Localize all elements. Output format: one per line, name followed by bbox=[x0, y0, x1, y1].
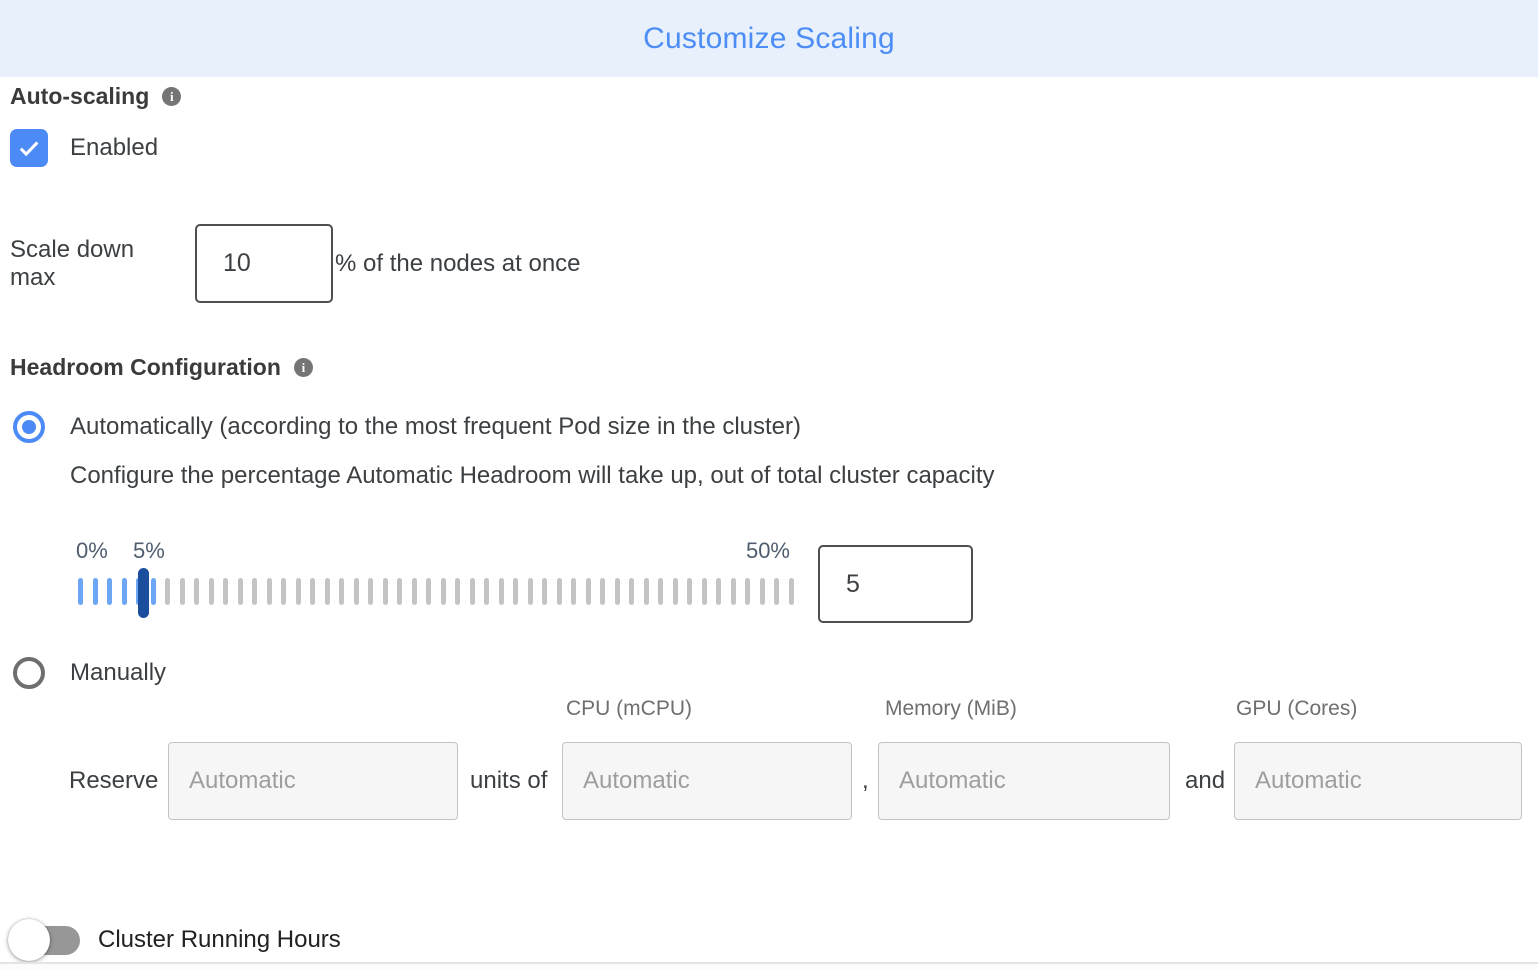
headroom-section: Headroom Configuration i bbox=[10, 354, 313, 381]
slider-tick bbox=[353, 578, 359, 605]
auto-scaling-section-label: Auto-scaling bbox=[10, 83, 150, 109]
slider-tick bbox=[223, 578, 228, 605]
cluster-running-hours-toggle[interactable] bbox=[8, 918, 86, 962]
slider-max-label: 50% bbox=[745, 538, 790, 563]
slider-handle-label: 5% bbox=[133, 538, 165, 563]
scale-down-row: Scale down max % of the nodes at once bbox=[10, 224, 581, 303]
slider-tick bbox=[629, 578, 634, 605]
slider-tick bbox=[527, 578, 533, 605]
slider-tick bbox=[324, 578, 330, 605]
slider-tick bbox=[701, 578, 707, 605]
reserve-gpu-input[interactable] bbox=[1234, 742, 1522, 820]
slider-tick bbox=[92, 578, 98, 605]
reserve-cpu-input[interactable] bbox=[562, 742, 852, 820]
slider-tick bbox=[484, 578, 489, 605]
slider-tick bbox=[759, 578, 765, 605]
slider-tick bbox=[687, 578, 692, 605]
slider-min-label: 0% bbox=[76, 538, 108, 563]
slider-tick bbox=[716, 578, 721, 605]
slider-tick bbox=[614, 578, 620, 605]
auto-scaling-enabled-row: Enabled bbox=[10, 129, 158, 167]
headroom-percentage-slider[interactable]: 0% 5% 50% bbox=[76, 538, 800, 620]
check-icon bbox=[19, 141, 39, 157]
slider-tick bbox=[774, 578, 779, 605]
slider-tick bbox=[266, 578, 272, 605]
slider-tick bbox=[571, 578, 576, 605]
slider-tick bbox=[165, 578, 170, 605]
slider-handle[interactable] bbox=[138, 568, 149, 618]
cluster-running-hours-row: Cluster Running Hours bbox=[8, 918, 341, 962]
slider-ticks bbox=[78, 578, 794, 605]
reserve-count-input[interactable] bbox=[168, 742, 458, 820]
slider-tick bbox=[658, 578, 663, 605]
slider-tick bbox=[252, 578, 257, 605]
and-separator: and bbox=[1185, 767, 1226, 794]
column-header-gpu: GPU (Cores) bbox=[1236, 697, 1358, 720]
slider-tick bbox=[397, 578, 402, 605]
scale-down-suffix-label: % of the nodes at once bbox=[335, 249, 581, 277]
headroom-section-label: Headroom Configuration bbox=[10, 354, 281, 380]
headroom-percentage-input[interactable] bbox=[818, 545, 973, 623]
scale-down-max-input[interactable] bbox=[195, 224, 333, 303]
info-icon[interactable]: i bbox=[162, 87, 182, 106]
slider-tick bbox=[78, 578, 83, 605]
slider-tick bbox=[107, 578, 112, 605]
slider-tick bbox=[237, 578, 243, 605]
slider-tick bbox=[498, 578, 504, 605]
comma-separator: , bbox=[862, 767, 869, 794]
headroom-automatic-description: Configure the percentage Automatic Headr… bbox=[70, 462, 995, 489]
headroom-manually-label: Manually bbox=[70, 659, 167, 686]
slider-tick bbox=[440, 578, 446, 605]
scale-down-prefix-label: Scale down max bbox=[10, 235, 135, 291]
dialog-header: Customize Scaling bbox=[0, 0, 1538, 77]
slider-tick bbox=[643, 578, 649, 605]
slider-tick bbox=[310, 578, 315, 605]
slider-tick bbox=[208, 578, 214, 605]
column-header-cpu: CPU (mCPU) bbox=[566, 697, 692, 720]
auto-scaling-section: Auto-scaling i bbox=[10, 83, 182, 110]
slider-tick bbox=[368, 578, 373, 605]
slider-tick bbox=[672, 578, 678, 605]
headroom-manual-row: Manually bbox=[13, 657, 166, 689]
enabled-checkbox-label: Enabled bbox=[70, 134, 159, 161]
headroom-automatic-radio[interactable] bbox=[13, 411, 45, 443]
slider-tick bbox=[339, 578, 344, 605]
radio-dot bbox=[22, 420, 36, 434]
slider-tick bbox=[745, 578, 750, 605]
headroom-automatic-label: Automatically (according to the most fre… bbox=[70, 413, 802, 440]
slider-tick bbox=[194, 578, 199, 605]
slider-tick bbox=[600, 578, 605, 605]
reserve-row: Reserve units of , and bbox=[0, 742, 1538, 820]
dialog-title: Customize Scaling bbox=[643, 21, 895, 55]
slider-tick bbox=[556, 578, 562, 605]
slider-tick bbox=[469, 578, 475, 605]
slider-tick bbox=[382, 578, 388, 605]
slider-tick bbox=[411, 578, 417, 605]
auto-scaling-enabled-checkbox[interactable] bbox=[10, 129, 48, 167]
info-icon[interactable]: i bbox=[293, 358, 313, 377]
reserve-memory-input[interactable] bbox=[878, 742, 1170, 820]
slider-tick bbox=[730, 578, 736, 605]
slider-tick bbox=[788, 578, 794, 605]
slider-tick bbox=[426, 578, 431, 605]
units-of-label: units of bbox=[470, 767, 548, 794]
headroom-manually-radio[interactable] bbox=[13, 657, 45, 689]
headroom-automatic-row: Automatically (according to the most fre… bbox=[13, 411, 801, 443]
slider-tick bbox=[281, 578, 286, 605]
slider-tick bbox=[121, 578, 127, 605]
slider-tick bbox=[150, 578, 156, 605]
bottom-divider bbox=[0, 962, 1538, 970]
slider-tick bbox=[295, 578, 301, 605]
cluster-running-hours-label: Cluster Running Hours bbox=[98, 926, 341, 953]
slider-tick bbox=[542, 578, 547, 605]
slider-tick bbox=[179, 578, 185, 605]
slider-tick bbox=[513, 578, 518, 605]
slider-tick bbox=[585, 578, 591, 605]
reserve-label: Reserve bbox=[69, 767, 159, 794]
toggle-knob[interactable] bbox=[8, 919, 50, 961]
slider-tick bbox=[455, 578, 460, 605]
column-header-memory: Memory (MiB) bbox=[885, 697, 1017, 720]
